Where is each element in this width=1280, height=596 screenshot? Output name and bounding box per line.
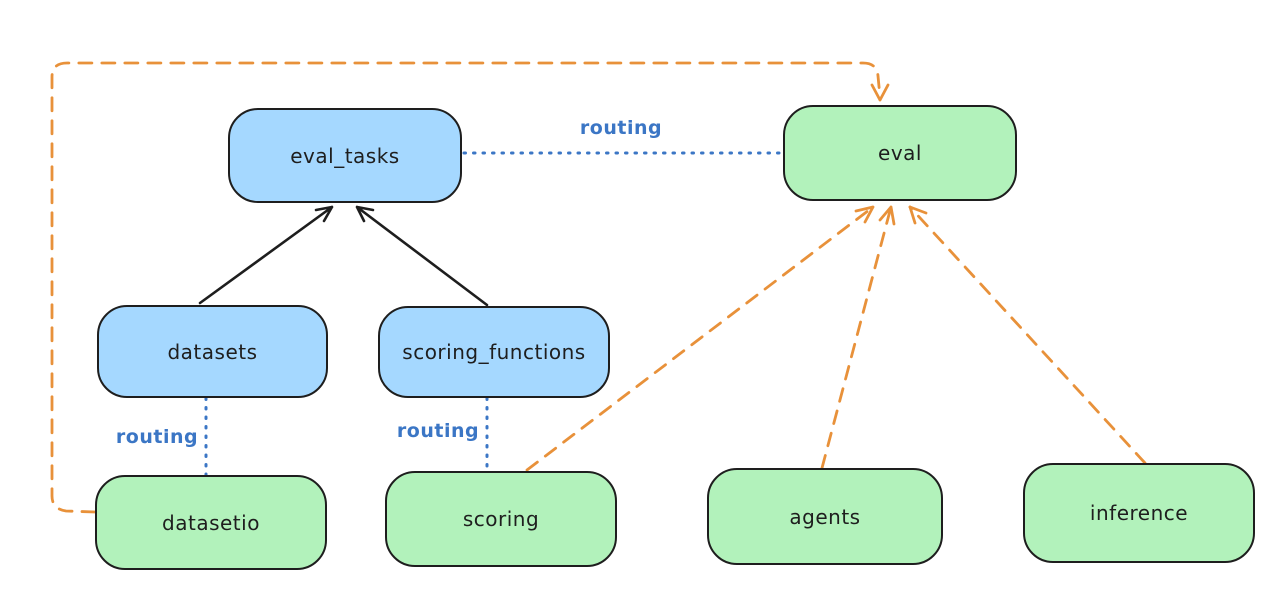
arrowhead-datasetio-to-eval: [870, 83, 890, 102]
node-eval-tasks: eval_tasks: [228, 108, 462, 203]
node-scoring-functions: scoring_functions: [378, 306, 610, 398]
edge-agents-to-eval: [820, 205, 893, 470]
node-eval: eval: [783, 105, 1017, 201]
routing-label-eval-tasks-eval: routing: [579, 117, 663, 139]
edge-inference-to-eval: [908, 205, 1147, 465]
node-agents: agents: [707, 468, 943, 565]
node-datasetio-label: datasetio: [162, 510, 260, 535]
node-scoring: scoring: [385, 471, 617, 567]
arrowhead-inference-to-eval: [908, 205, 928, 225]
node-agents-label: agents: [789, 504, 861, 529]
node-eval-label: eval: [878, 141, 922, 165]
node-inference-label: inference: [1089, 501, 1189, 525]
node-datasetio: datasetio: [95, 475, 327, 570]
routing-label-scoring-functions-scoring: routing: [396, 420, 480, 442]
node-eval-tasks-label: eval_tasks: [290, 143, 400, 168]
node-datasets: datasets: [97, 305, 328, 398]
arrowhead-agents-to-eval: [878, 205, 896, 226]
node-inference: inference: [1023, 463, 1255, 563]
edge-scoring-to-eval: [525, 205, 875, 472]
edge-scoring-functions-to-eval-tasks: [355, 205, 489, 307]
edge-datasets-to-eval-tasks: [198, 205, 334, 305]
routing-label-datasets-datasetio: routing: [115, 426, 199, 448]
arrowhead-scoring-to-eval: [854, 205, 875, 224]
node-datasets-label: datasets: [167, 339, 258, 364]
node-scoring-label: scoring: [462, 507, 540, 531]
node-scoring-functions-label: scoring_functions: [402, 340, 586, 364]
edge-datasetio-to-eval: [50, 61, 882, 514]
